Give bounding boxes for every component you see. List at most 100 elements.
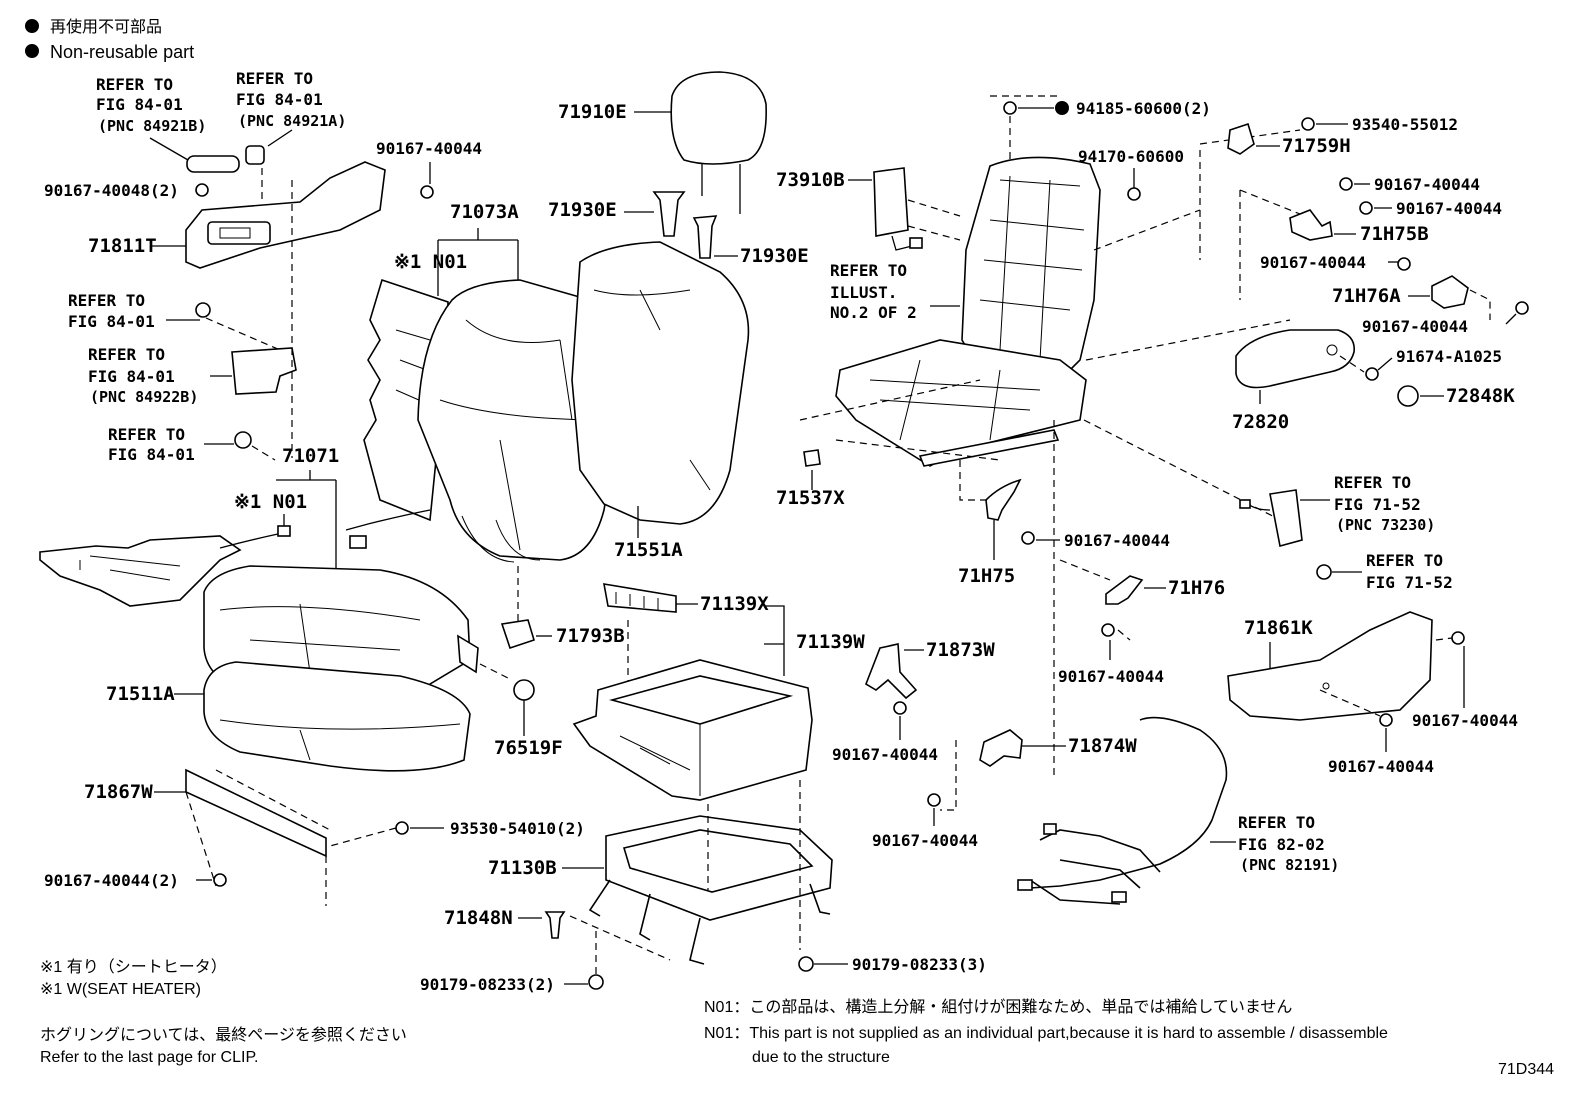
part-71H75: 71H75	[958, 565, 1015, 587]
base-frame-opening	[622, 829, 814, 893]
hog-rings	[461, 515, 541, 563]
fastener-90167-40044-r3: 90167-40044	[1260, 253, 1366, 272]
ref-71-52-a-l3: (PNC 73230)	[1336, 516, 1435, 534]
ref-82-02-l1: REFER TO	[1238, 813, 1315, 832]
ref-84922b-l3: (PNC 84922B)	[90, 388, 198, 406]
screw-icon	[1339, 177, 1353, 191]
note-n01-en-2: due to the structure	[752, 1049, 890, 1066]
nut-icon	[1127, 187, 1141, 201]
nut-icon	[1003, 101, 1017, 115]
part-71511A: 71511A	[106, 683, 175, 705]
non-reusable-dot-icon	[25, 44, 39, 58]
part-71551A: 71551A	[614, 539, 683, 561]
switch-recess	[207, 221, 271, 245]
ref-84921b-l2: FIG 84-01	[96, 95, 183, 114]
heater-wire	[219, 533, 279, 549]
cap-72848K	[1397, 385, 1419, 407]
shield-hole	[1322, 682, 1330, 690]
frame-opening	[608, 675, 794, 725]
leader-bracket	[437, 228, 519, 296]
armrest-72820	[1235, 329, 1355, 389]
guide-line	[1469, 289, 1491, 320]
ref-71-52-a-l1: REFER TO	[1334, 473, 1411, 492]
fastener-90167-40044-2: 90167-40044(2)	[44, 871, 179, 890]
leader-line	[1505, 313, 1517, 325]
switch-knob-84921a	[245, 145, 265, 165]
screw-icon	[213, 873, 227, 887]
screw-icon	[420, 185, 434, 199]
part-71073A: 71073A	[450, 201, 519, 223]
legend-en: Non-reusable part	[50, 42, 194, 62]
part-71130B: 71130B	[488, 857, 557, 879]
part-72820: 72820	[1232, 411, 1289, 433]
ref-84922b-l2: FIG 84-01	[88, 367, 175, 386]
screw-icon	[195, 302, 211, 318]
bracket-71H76A	[1431, 275, 1469, 309]
bracket-71874W	[979, 729, 1023, 767]
bracket-71139X	[603, 583, 677, 613]
heater-wire	[345, 509, 431, 531]
part-71910E: 71910E	[558, 101, 627, 123]
buckle-wire	[1247, 503, 1271, 511]
heater-pattern	[79, 555, 181, 581]
part-71874W: 71874W	[1068, 735, 1137, 757]
part-71930E-b: 71930E	[740, 245, 809, 267]
cover-71759H	[1227, 122, 1255, 155]
fastener-93530-54010: 93530-54010(2)	[450, 819, 585, 838]
nut-icon	[798, 956, 814, 972]
ref-84921b-l1: REFER TO	[96, 75, 173, 94]
headrest-stays	[701, 164, 741, 214]
part-71537X: 71537X	[776, 487, 845, 509]
fastener-90167-40044-top: 90167-40044	[376, 139, 482, 158]
harness-connector	[1043, 823, 1057, 835]
ref-84-01-b-l2: FIG 84-01	[108, 445, 195, 464]
ref-84-01-a-l2: FIG 84-01	[68, 312, 155, 331]
guide-line	[205, 317, 281, 351]
ref-84-01-b-l1: REFER TO	[108, 425, 185, 444]
bolt-icon	[395, 821, 409, 835]
wire-harness-branches	[1029, 829, 1161, 905]
part-73910B: 73910B	[776, 169, 845, 191]
front-cover-71867W	[185, 768, 327, 858]
part-71811T: 71811T	[88, 235, 157, 257]
ref-82-02-l2: FIG 82-02	[1238, 835, 1325, 854]
non-reusable-dot-icon	[25, 19, 39, 33]
seat-switch-84922b	[231, 347, 297, 395]
leader-line	[149, 137, 189, 161]
guide-line	[569, 915, 671, 961]
ref-illust-l3: NO.2 OF 2	[830, 303, 917, 322]
ref-71-52-b-l2: FIG 71-52	[1366, 573, 1453, 592]
armrest-hole	[1326, 344, 1338, 356]
headrest-71910E	[670, 71, 767, 165]
nut-icon	[588, 974, 604, 990]
part-71759H: 71759H	[1282, 135, 1351, 157]
cushion-frame-71139W	[572, 659, 813, 801]
screw-icon	[893, 701, 907, 715]
fastener-90167-40044-r2: 90167-40044	[1396, 199, 1502, 218]
part-71H76: 71H76	[1168, 577, 1225, 599]
note-mark1-jp: ※1 有り（シートヒータ）	[40, 958, 227, 976]
part-71793B: 71793B	[556, 625, 625, 647]
fastener-90167-40044-71874: 90167-40044	[872, 831, 978, 850]
guide-line	[990, 95, 1060, 160]
bracket-teeth	[615, 592, 659, 610]
seat-cushion-pad	[203, 661, 471, 772]
fastener-90167-40044-r5: 90167-40044	[1412, 711, 1518, 730]
clip-71793B	[500, 619, 535, 650]
screw-icon	[1451, 631, 1465, 645]
part-72848K: 72848K	[1446, 385, 1515, 407]
fastener-93540-55012: 93540-55012	[1352, 115, 1458, 134]
part-76519F: 76519F	[494, 737, 563, 759]
seat-track	[918, 429, 1060, 467]
ref-84921a-l3: (PNC 84921A)	[238, 112, 346, 130]
bolt-icon	[1365, 367, 1379, 381]
legend: 再使用不可部品 Non-reusable part	[25, 18, 194, 62]
part-71867W: 71867W	[84, 781, 153, 803]
guide-line	[907, 199, 961, 241]
guide-line	[1239, 189, 1301, 300]
side-shield-71861K	[1227, 611, 1433, 721]
note-clip-jp: ホグリングについては、最終ページを参照ください	[40, 1026, 407, 1044]
note-mark1-en: ※1 W(SEAT HEATER)	[40, 981, 201, 998]
note-n01-upper: ※1 N01	[394, 251, 467, 273]
